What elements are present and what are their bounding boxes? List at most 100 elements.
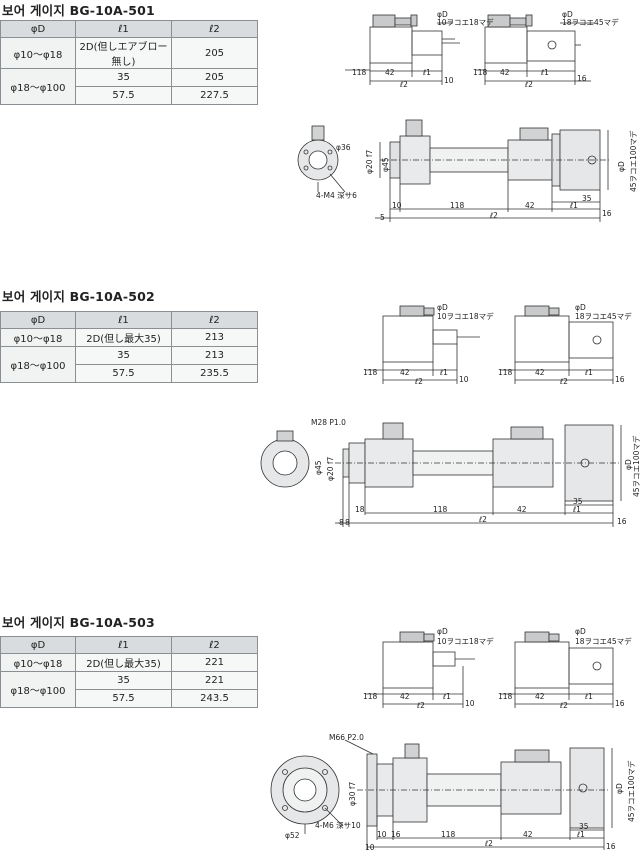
- dim-118: 118: [363, 692, 378, 701]
- dim-m66: M66 P2.0: [329, 733, 364, 742]
- dim-35: 35: [582, 194, 592, 203]
- dim-l2: ℓ2: [484, 839, 493, 848]
- dim-phi36: φ36: [336, 143, 351, 152]
- dim-screw-small: 10ヲコエ18マデ: [437, 17, 494, 27]
- dim-l1: ℓ1: [584, 692, 593, 701]
- dim-42: 42: [400, 368, 410, 377]
- cell-l2: 221: [171, 671, 258, 690]
- table-row: 57.5 227.5: [1, 86, 258, 105]
- dim-screw-large: 18ヲコエ45マデ: [575, 311, 632, 321]
- dim-10: 10: [465, 699, 475, 708]
- dim-42: 42: [535, 368, 545, 377]
- dim-118: 118: [473, 68, 488, 77]
- dim-10: 10: [377, 830, 387, 839]
- dim-16: 16: [617, 517, 627, 526]
- dim-phid: φD: [624, 459, 633, 470]
- dim-l2: ℓ2: [524, 80, 533, 89]
- dim-16: 16: [577, 74, 587, 83]
- dim-phi45: φ45: [381, 157, 390, 172]
- col-header-l2: ℓ2: [171, 311, 258, 329]
- dim-l1: ℓ1: [572, 505, 581, 514]
- dim-phid: φD: [617, 161, 626, 172]
- dim-l1: ℓ1: [584, 368, 593, 377]
- dim-42: 42: [523, 830, 533, 839]
- section-title: 보어 게이지 BG-10A-502: [2, 289, 155, 304]
- dim-10: 10: [444, 76, 454, 85]
- cell-phid: φ10〜φ18: [0, 328, 76, 347]
- cell-l1: 35: [75, 671, 172, 690]
- table-row: φ10〜φ18 2D(但しエアブロー無し) 205: [0, 37, 258, 69]
- assembly-drawing: M66 P2.0 φ30 f7 φ52 4-M6 深サ10 10 16 118 …: [270, 733, 636, 852]
- dim-42: 42: [385, 68, 395, 77]
- cell-l2: 227.5: [171, 86, 258, 105]
- col-header-l2: ℓ2: [171, 636, 258, 654]
- table-header-row: φD ℓ1 ℓ2: [0, 636, 258, 654]
- col-header-phid: φD: [0, 20, 76, 38]
- dim-118: 118: [433, 505, 448, 514]
- cell-phid: φ10〜φ18: [0, 653, 76, 672]
- col-header-l2: ℓ2: [171, 20, 258, 38]
- dim-118: 118: [450, 201, 465, 210]
- gauge-body-outline: [369, 26, 413, 64]
- dim-35: 35: [579, 822, 589, 831]
- dim-10: 10: [392, 201, 402, 210]
- dim-l2: ℓ2: [414, 377, 423, 386]
- dim-18: 18: [355, 505, 365, 514]
- dim-l1: ℓ1: [422, 68, 431, 77]
- dim-l1: ℓ1: [442, 692, 451, 701]
- dim-5: 5: [380, 213, 385, 222]
- table-row: φ18〜φ100 35 205: [0, 68, 258, 105]
- dim-16: 16: [391, 830, 401, 839]
- cell-l2: 243.5: [171, 689, 258, 708]
- spec-table: φD ℓ1 ℓ2 φ10〜φ18 2D(但し最大35) 213 φ18〜φ100…: [0, 311, 258, 383]
- cell-phid: φ18〜φ100: [0, 346, 76, 383]
- dim-l1: ℓ1: [569, 201, 578, 210]
- col-header-phid: φD: [0, 311, 76, 329]
- dim-l1: ℓ1: [540, 68, 549, 77]
- dim-phi20: φ20 f7: [326, 456, 335, 481]
- cell-l2: 205: [171, 68, 258, 87]
- dim-screw-large: 18ヲコエ45マデ: [562, 17, 619, 27]
- dim-118: 118: [498, 368, 513, 377]
- dim-phid: φD: [562, 10, 573, 19]
- dim-range: 45ヲコエ100マデ: [626, 760, 636, 822]
- cell-l1: 57.5: [75, 689, 172, 708]
- cell-phid: φ18〜φ100: [0, 671, 76, 708]
- cell-l2: 221: [171, 653, 258, 672]
- dim-range: 45ヲコエ100マデ: [628, 130, 638, 192]
- dim-10: 10: [365, 843, 375, 852]
- dim-screw-small: 10ヲコエ18マデ: [437, 636, 494, 646]
- cell-l1: 57.5: [75, 364, 172, 383]
- dim-l2: ℓ2: [489, 211, 498, 220]
- dim-phid: φD: [437, 627, 448, 636]
- dim-m6: 4-M6 深サ10: [315, 821, 361, 830]
- dim-l2: ℓ2: [559, 377, 568, 386]
- dim-8: 8: [339, 518, 344, 527]
- cell-l2: 235.5: [171, 364, 258, 383]
- small-views-drawing: φD 10ヲコエ18マデ φD 18ヲコエ45マデ 118 42 ℓ1 ℓ2 1…: [363, 627, 632, 710]
- dim-phid: φD: [575, 627, 586, 636]
- dim-phid: φD: [437, 10, 448, 19]
- assembly-drawing: M28 P1.0 φ45 φ20 f7 8 8 18 118 42 35 ℓ1 …: [260, 418, 640, 527]
- dim-phid: φD: [575, 303, 586, 312]
- col-header-l1: ℓ1: [75, 311, 172, 329]
- cell-phid: φ10〜φ18: [0, 37, 76, 69]
- table-row: φ18〜φ100 35 221: [0, 671, 258, 708]
- col-header-phid: φD: [0, 636, 76, 654]
- cell-l2: 213: [171, 328, 258, 347]
- dim-phid: φD: [437, 303, 448, 312]
- dim-42: 42: [400, 692, 410, 701]
- dim-16: 16: [615, 699, 625, 708]
- dim-range: 45ヲコエ100マデ: [631, 435, 640, 497]
- table-row: φ18〜φ100 35 213: [0, 346, 258, 383]
- section-title: 보어 게이지 BG-10A-503: [2, 615, 155, 630]
- col-header-l1: ℓ1: [75, 20, 172, 38]
- spec-table: φD ℓ1 ℓ2 φ10〜φ18 2D(但し最大35) 221 φ18〜φ100…: [0, 636, 258, 708]
- dim-16: 16: [606, 842, 616, 851]
- cell-l1: 35: [75, 346, 172, 365]
- dim-16: 16: [602, 209, 612, 218]
- dim-8: 8: [345, 518, 350, 527]
- dim-phi52: φ52: [285, 831, 300, 840]
- dim-l1: ℓ1: [439, 368, 448, 377]
- table-row: 57.5 243.5: [1, 689, 258, 708]
